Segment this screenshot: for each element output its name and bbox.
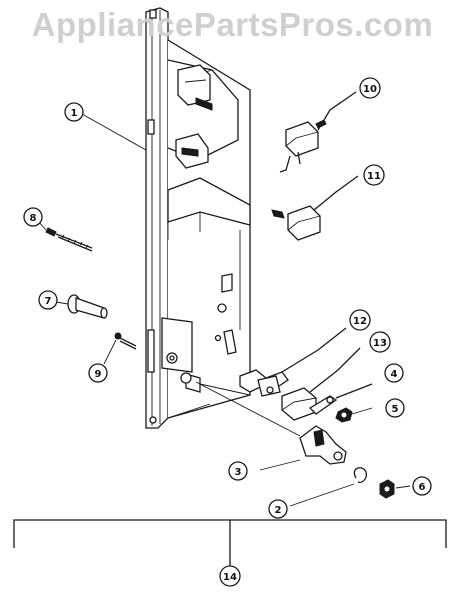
callout-label-2: 2 xyxy=(275,505,282,516)
leader-line-1 xyxy=(81,113,147,151)
nut-part-6 xyxy=(379,479,411,499)
assembly-bracket-14 xyxy=(13,519,447,566)
clip-ring-part-2 xyxy=(289,467,368,507)
callout-label-9: 9 xyxy=(95,369,102,380)
callout-label-11: 11 xyxy=(367,171,381,182)
cam-actuator-part-3 xyxy=(195,381,347,471)
micro-switch-part-10 xyxy=(279,91,357,173)
callout-label-7: 7 xyxy=(45,296,52,307)
callout-5: 5 xyxy=(385,398,405,418)
callout-label-14: 14 xyxy=(223,572,237,583)
callout-6: 6 xyxy=(412,476,432,496)
callout-label-4: 4 xyxy=(391,369,398,380)
mounting-bracket-part-1 xyxy=(145,7,251,429)
screw-part-8 xyxy=(37,220,93,252)
callout-4: 4 xyxy=(384,363,404,383)
callout-8: 8 xyxy=(23,207,43,227)
screw-part-9 xyxy=(103,332,137,365)
nut-part-5 xyxy=(335,407,373,423)
callout-label-8: 8 xyxy=(30,213,37,224)
watermark-logo: AppliancePartsPros.com xyxy=(31,6,434,43)
callout-11: 11 xyxy=(363,164,385,186)
callout-2: 2 xyxy=(268,499,288,519)
actuator-bracket-part-12 xyxy=(239,327,347,397)
callout-13: 13 xyxy=(369,331,391,353)
callout-label-1: 1 xyxy=(71,108,78,119)
shaft-part-7 xyxy=(55,294,108,319)
callout-label-3: 3 xyxy=(235,467,242,478)
callout-9: 9 xyxy=(88,363,108,383)
callout-label-5: 5 xyxy=(392,404,399,415)
callout-label-6: 6 xyxy=(419,482,426,493)
callout-14: 14 xyxy=(219,565,241,587)
callout-7: 7 xyxy=(38,290,58,310)
callout-10: 10 xyxy=(359,77,381,99)
callout-label-12: 12 xyxy=(353,316,367,327)
lever-arm-part-4 xyxy=(308,383,373,415)
callout-12: 12 xyxy=(349,309,371,331)
micro-switch-part-11 xyxy=(271,175,359,241)
callout-1: 1 xyxy=(64,102,84,122)
callout-label-13: 13 xyxy=(373,338,387,349)
callout-label-10: 10 xyxy=(363,84,377,95)
callout-3: 3 xyxy=(228,461,248,481)
